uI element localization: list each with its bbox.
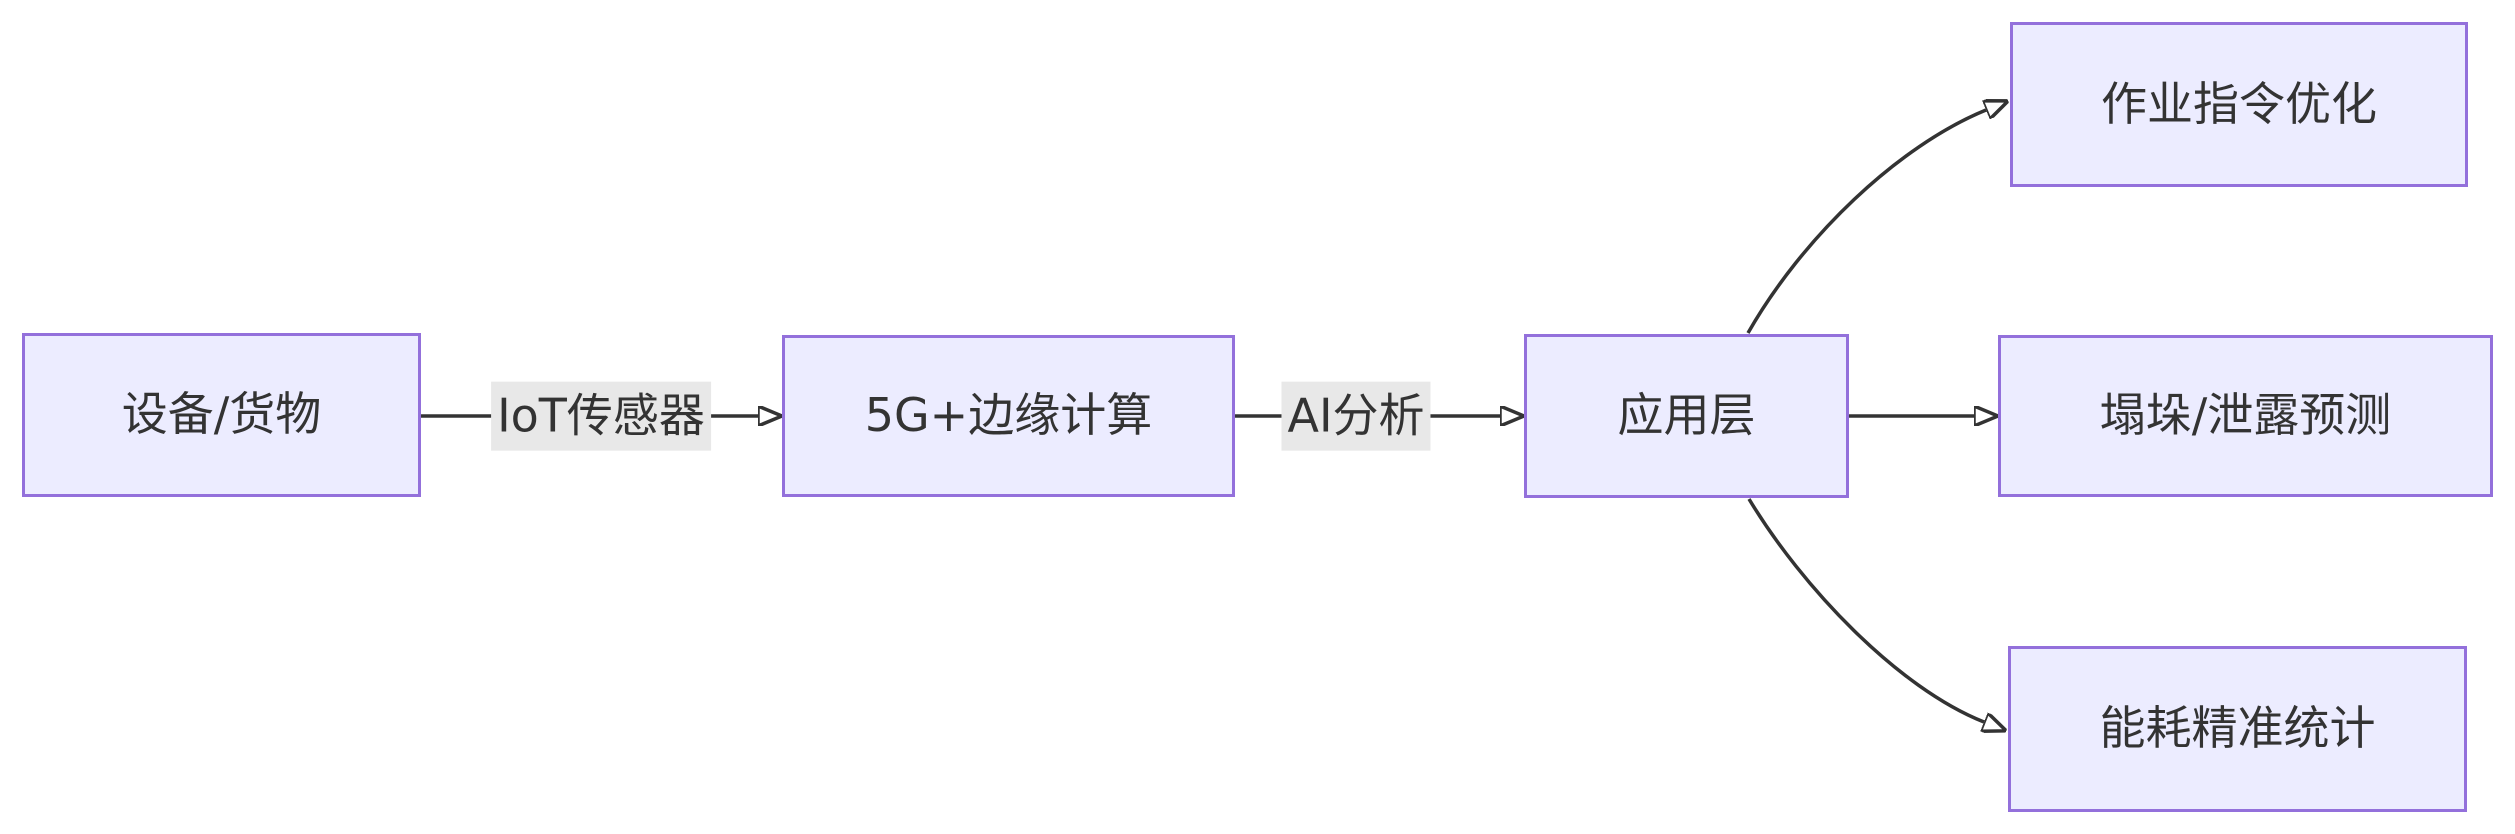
node-job-instruction-optimization-label: 作业指令优化 [2101,76,2377,131]
node-5g-edge-computing: 5G+边缘计算 [782,335,1235,497]
node-application-layer-label: 应用层 [1617,388,1756,443]
edge-app-to-energy [1747,498,1984,722]
node-collapse-leak-prediction-label: 塌垛/泄露预测 [2099,388,2392,443]
node-5g-edge-computing-label: 5G+边缘计算 [864,388,1153,443]
node-device-cargo-label: 设备/货物 [121,387,322,442]
node-device-cargo: 设备/货物 [22,333,421,497]
node-application-layer: 应用层 [1524,334,1849,498]
edge-label-ai-analysis: AI分析 [1281,381,1431,451]
node-job-instruction-optimization: 作业指令优化 [2010,22,2468,187]
node-collapse-leak-prediction: 塌垛/泄露预测 [1998,335,2493,497]
edge-label-iot-sensor: IoT传感器 [491,381,711,451]
node-energy-statistics: 能耗精准统计 [2008,646,2467,812]
edge-app-to-job [1746,110,1986,334]
node-energy-statistics-label: 能耗精准统计 [2099,701,2376,756]
